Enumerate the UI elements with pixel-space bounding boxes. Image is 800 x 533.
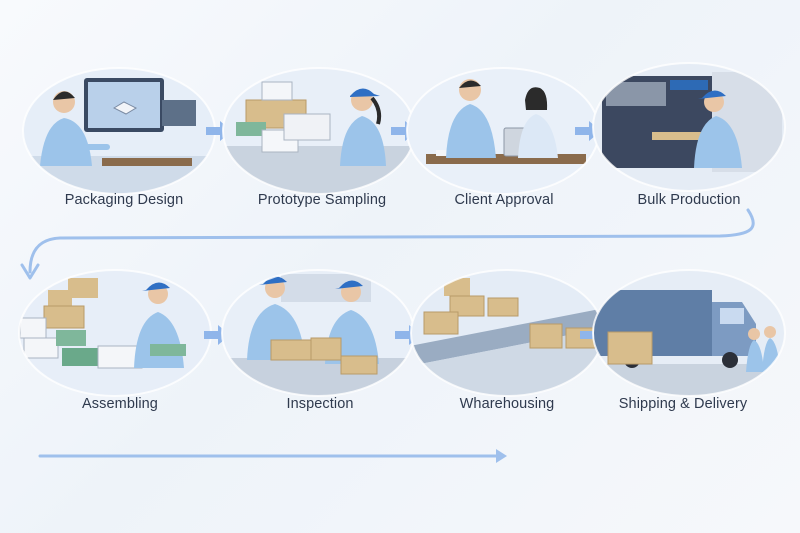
step-label: Wharehousing xyxy=(459,396,555,412)
stage-inspection xyxy=(221,268,416,398)
step-label: Packaging Design xyxy=(64,192,184,208)
stage-assembling xyxy=(18,268,213,398)
bottom-progress-arrowhead xyxy=(496,449,507,463)
step-label: Assembling xyxy=(82,396,158,412)
step-label: Prototype Sampling xyxy=(257,192,387,208)
step-label: Client Approval xyxy=(454,192,554,208)
step-label: Bulk Production xyxy=(637,192,741,208)
stage-wharehousing xyxy=(410,268,605,398)
step-label: Shipping & Delivery xyxy=(618,396,748,412)
stage-bulk-production xyxy=(592,62,787,192)
row-connector-curve xyxy=(28,208,755,274)
stage-prototype-sampling xyxy=(222,66,417,196)
stage-shipping-delivery xyxy=(592,268,787,398)
stage-client-approval xyxy=(406,66,601,196)
stage-packaging-design xyxy=(22,66,217,196)
step-label: Inspection xyxy=(286,396,354,412)
